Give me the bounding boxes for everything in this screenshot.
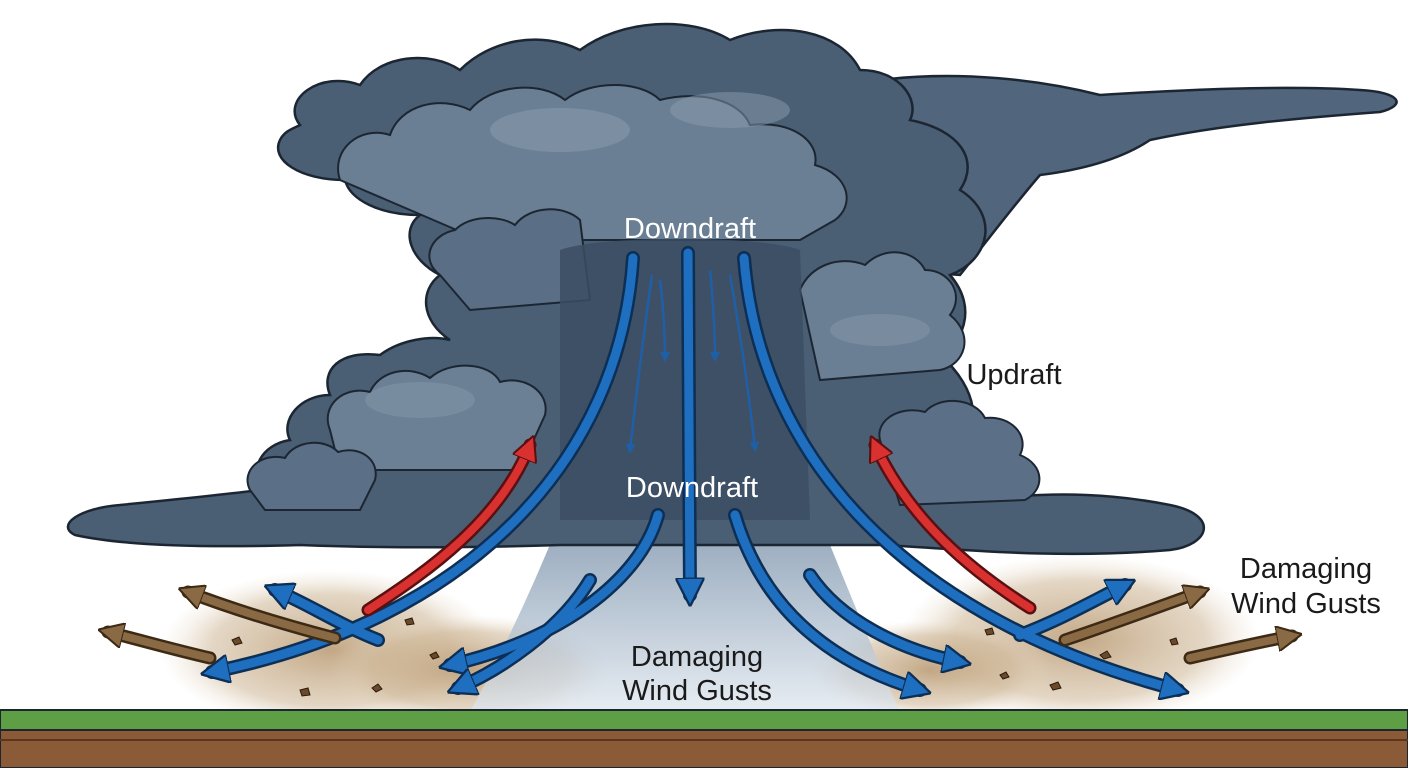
label-gusts-center-line2: Wind Gusts	[622, 675, 772, 707]
updraft-arrow-left	[364, 445, 530, 614]
updraft-arrow-right	[875, 445, 1034, 612]
downdraft-arrows	[212, 246, 1178, 690]
gust-arrow-right-lower	[1186, 636, 1292, 662]
ground	[0, 709, 1408, 768]
updraft-arrows	[361, 445, 1037, 617]
inner-streak-2	[658, 279, 670, 362]
downdraft-arrow-inner-left	[450, 510, 663, 665]
labels: Downdraft Downdraft Updraft Damaging Win…	[622, 213, 1381, 707]
downdraft-arrow-outer-left	[212, 253, 638, 672]
inner-streak-3	[708, 269, 720, 362]
downdraft-arrow-outer-right	[739, 253, 1178, 690]
gust-arrow-right-upper	[1061, 592, 1200, 644]
outflow-arrow-left-up	[275, 590, 383, 645]
downdraft-shaft	[470, 520, 900, 712]
label-gusts-right-line2: Wind Gusts	[1231, 588, 1381, 620]
gust-arrows	[108, 592, 1292, 665]
outflow-arrow-left-low	[458, 575, 595, 688]
label-downdraft-top: Downdraft	[624, 213, 756, 245]
inner-streak-1	[625, 274, 654, 454]
inner-streak-4	[728, 274, 760, 452]
downdraft-arrow-inner-right	[730, 510, 920, 690]
inner-downdraft-streaks	[625, 269, 760, 454]
outflow-arrow-right-low	[805, 570, 960, 662]
downdraft-arrow-center	[688, 248, 690, 595]
label-downdraft-mid: Downdraft	[626, 472, 758, 504]
label-gusts-center-line1: Damaging	[631, 641, 763, 673]
label-gusts-right-line1: Damaging	[1240, 553, 1372, 585]
outflow-arrow-right-up	[1015, 585, 1125, 640]
gust-arrow-left-upper	[188, 592, 339, 642]
gust-arrow-left-lower	[108, 632, 214, 662]
label-updraft: Updraft	[966, 359, 1061, 391]
